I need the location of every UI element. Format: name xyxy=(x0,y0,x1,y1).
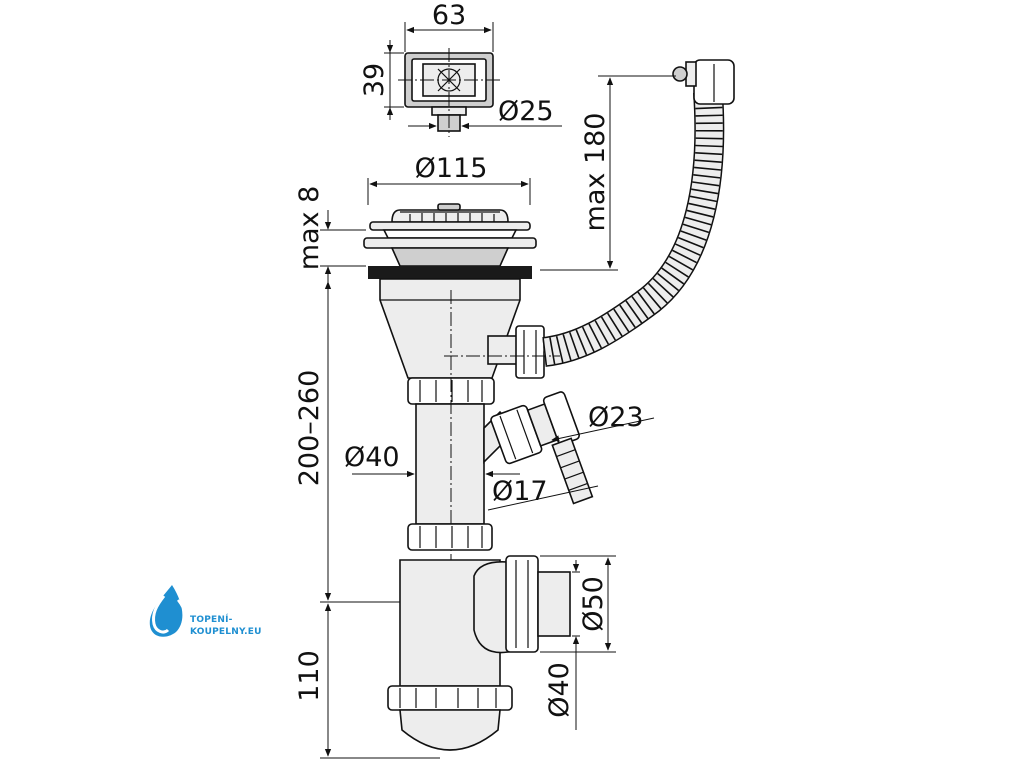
label-tailpiece-height: 200–260 xyxy=(294,370,325,487)
dim-trap-height: 110 xyxy=(294,603,440,759)
label-overflow-outlet: Ø25 xyxy=(498,96,554,127)
side-nozzle xyxy=(483,391,594,505)
label-overflow-height: 39 xyxy=(359,63,390,97)
label-side-outlet: Ø23 xyxy=(588,402,644,433)
bottle-trap xyxy=(387,523,571,751)
dim-tailpiece-height: 200–260 xyxy=(294,281,404,603)
basket-strainer xyxy=(363,203,537,279)
water-drop-icon xyxy=(149,585,187,637)
dim-trap-outlet-outer: Ø50 xyxy=(540,555,616,653)
logo-line-1: TOPENÍ- xyxy=(190,613,233,625)
overflow-hose xyxy=(541,59,735,367)
dim-overflow-height: 39 xyxy=(359,40,404,120)
dim-hose-length: max 180 xyxy=(540,75,676,271)
brand-logo: TOPENÍ- KOUPELNY.EU xyxy=(149,585,262,637)
dim-strainer-diameter: Ø115 xyxy=(367,153,531,205)
dim-trap-outlet-inner: Ø40 xyxy=(544,560,580,730)
dim-overflow-outlet: Ø25 xyxy=(408,96,562,130)
dim-pipe-diameter: Ø40 xyxy=(344,442,520,478)
dim-side-outlet: Ø23 xyxy=(551,402,655,442)
label-hose-length: max 180 xyxy=(580,113,611,232)
dim-hose-nozzle: Ø17 xyxy=(487,476,599,511)
label-overflow-width: 63 xyxy=(432,0,466,31)
label-strainer-diameter: Ø115 xyxy=(415,153,488,184)
label-pipe-diameter: Ø40 xyxy=(344,442,400,473)
label-trap-height: 110 xyxy=(294,650,325,702)
logo-line-2: KOUPELNY.EU xyxy=(190,627,262,637)
overflow-grille xyxy=(398,48,500,137)
dim-overflow-width: 63 xyxy=(404,0,494,52)
label-trap-outlet-inner: Ø40 xyxy=(544,662,575,718)
label-trap-outlet-outer: Ø50 xyxy=(578,576,609,632)
label-hose-nozzle: Ø17 xyxy=(492,476,548,507)
label-flange-height: max 8 xyxy=(294,186,325,271)
drain-body xyxy=(379,278,545,405)
dim-flange-height: max 8 xyxy=(294,186,366,290)
